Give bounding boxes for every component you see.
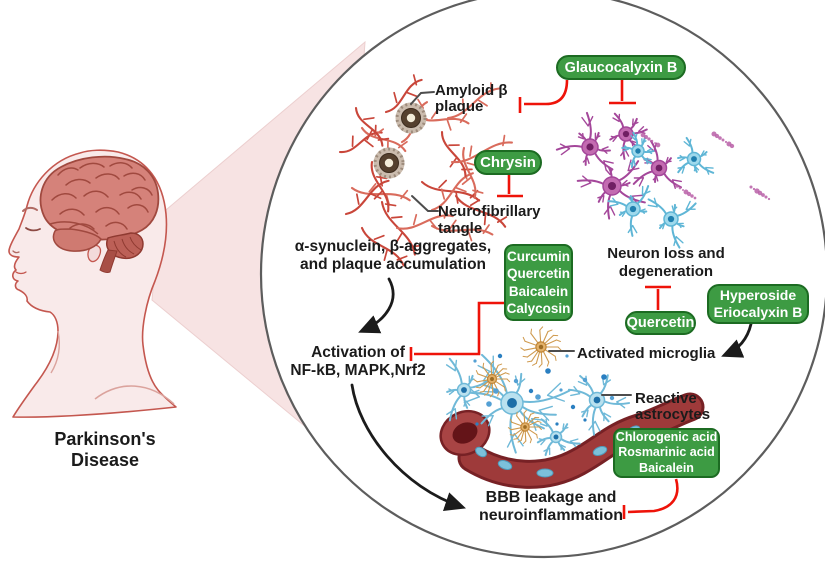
label-line: degeneration	[618, 263, 714, 280]
compound-glaucocalyxin-b: Glaucocalyxin B	[556, 55, 686, 80]
compound-line: Curcumin	[506, 248, 570, 264]
neuron-loss-label: Neuron loss and degeneration	[586, 245, 746, 281]
label-line: Activation of	[311, 344, 405, 361]
activated-microglia-label: Activated microglia	[577, 345, 716, 362]
label-line: Neurofibrillary	[438, 203, 541, 220]
compound-line: Baicalein	[639, 460, 694, 475]
compound-line: Quercetin	[506, 266, 571, 281]
label-line: plaque	[435, 97, 484, 115]
compound-chrysin: Chrysin	[474, 150, 542, 175]
human-head-illustration	[8, 149, 177, 418]
activation-to-bbb-arrow	[350, 383, 466, 511]
label-line: Reactive	[635, 390, 697, 407]
label-line: BBB leakage and	[485, 489, 617, 506]
nfkb-activation-label: Activation of NF-kB, MAPK,Nrf2	[268, 344, 448, 380]
title-line: Disease	[70, 450, 140, 470]
compound-line: Chlorogenic acid	[615, 430, 718, 445]
amyloid-plaque-illustration	[373, 102, 427, 179]
compound-group-hyperoside: Hyperoside Eriocalyxin B	[707, 284, 809, 324]
label-line: α-synuclein, β-aggregates,	[294, 238, 492, 255]
compound-line: Eriocalyxin B	[713, 304, 803, 320]
pointer-lines	[410, 91, 632, 396]
tangle-pointer-line	[411, 195, 439, 212]
parkinsons-disease-title: Parkinson's Disease	[25, 429, 185, 471]
label-line: Neuron loss and	[607, 245, 725, 262]
neurofibrillary-tangle-label: Neurofibrillary tangle	[438, 203, 541, 237]
glaucocalyxin-to-plaque-inhibit-line	[524, 79, 569, 106]
label-line: Amyloid β	[435, 82, 508, 99]
label-line: and plaque accumulation	[299, 256, 487, 273]
compound-line: Hyperoside	[719, 287, 797, 303]
label-line: NF-kB, MAPK,Nrf2	[290, 362, 426, 379]
compound-line: Baicalein	[508, 283, 569, 299]
compound-group-chlorogenic: Chlorogenic acid Rosmarinic acid Baicale…	[613, 428, 720, 478]
chlorogenic-group-inhibit-line	[627, 478, 679, 514]
compound-line: Calycosin	[506, 301, 571, 316]
amyloid-pointer-line	[410, 91, 435, 105]
compound-line: Rosmarinic acid	[618, 445, 715, 460]
bbb-illustration	[439, 326, 705, 489]
curcumin-group-inhibit-line	[414, 301, 504, 356]
title-line: Parkinson's	[54, 429, 156, 449]
flow-arrows	[350, 277, 753, 511]
reactive-astrocytes-label: Reactive astrocytes	[635, 391, 710, 423]
label-line: astrocytes	[635, 406, 711, 423]
synuclein-aggregates-label: α-synuclein, β-aggregates, and plaque ac…	[283, 238, 503, 274]
hyperoside-to-microglia-arrow	[721, 322, 753, 358]
aggregation-to-activation-arrow	[358, 277, 395, 334]
degenerating-neurons-illustration	[555, 111, 771, 249]
brain-illustration	[39, 155, 160, 273]
compound-group-curcumin: Curcumin Quercetin Baicalein Calycosin	[504, 244, 573, 321]
bbb-leakage-label: BBB leakage and neuroinflammation	[461, 489, 641, 525]
label-line: tangle	[438, 220, 483, 237]
label-line: neuroinflammation	[478, 507, 623, 524]
amyloid-plaque-label: Amyloid β plaque	[435, 83, 508, 114]
compound-quercetin: Quercetin	[625, 311, 696, 335]
inhibition-connectors	[409, 79, 679, 519]
